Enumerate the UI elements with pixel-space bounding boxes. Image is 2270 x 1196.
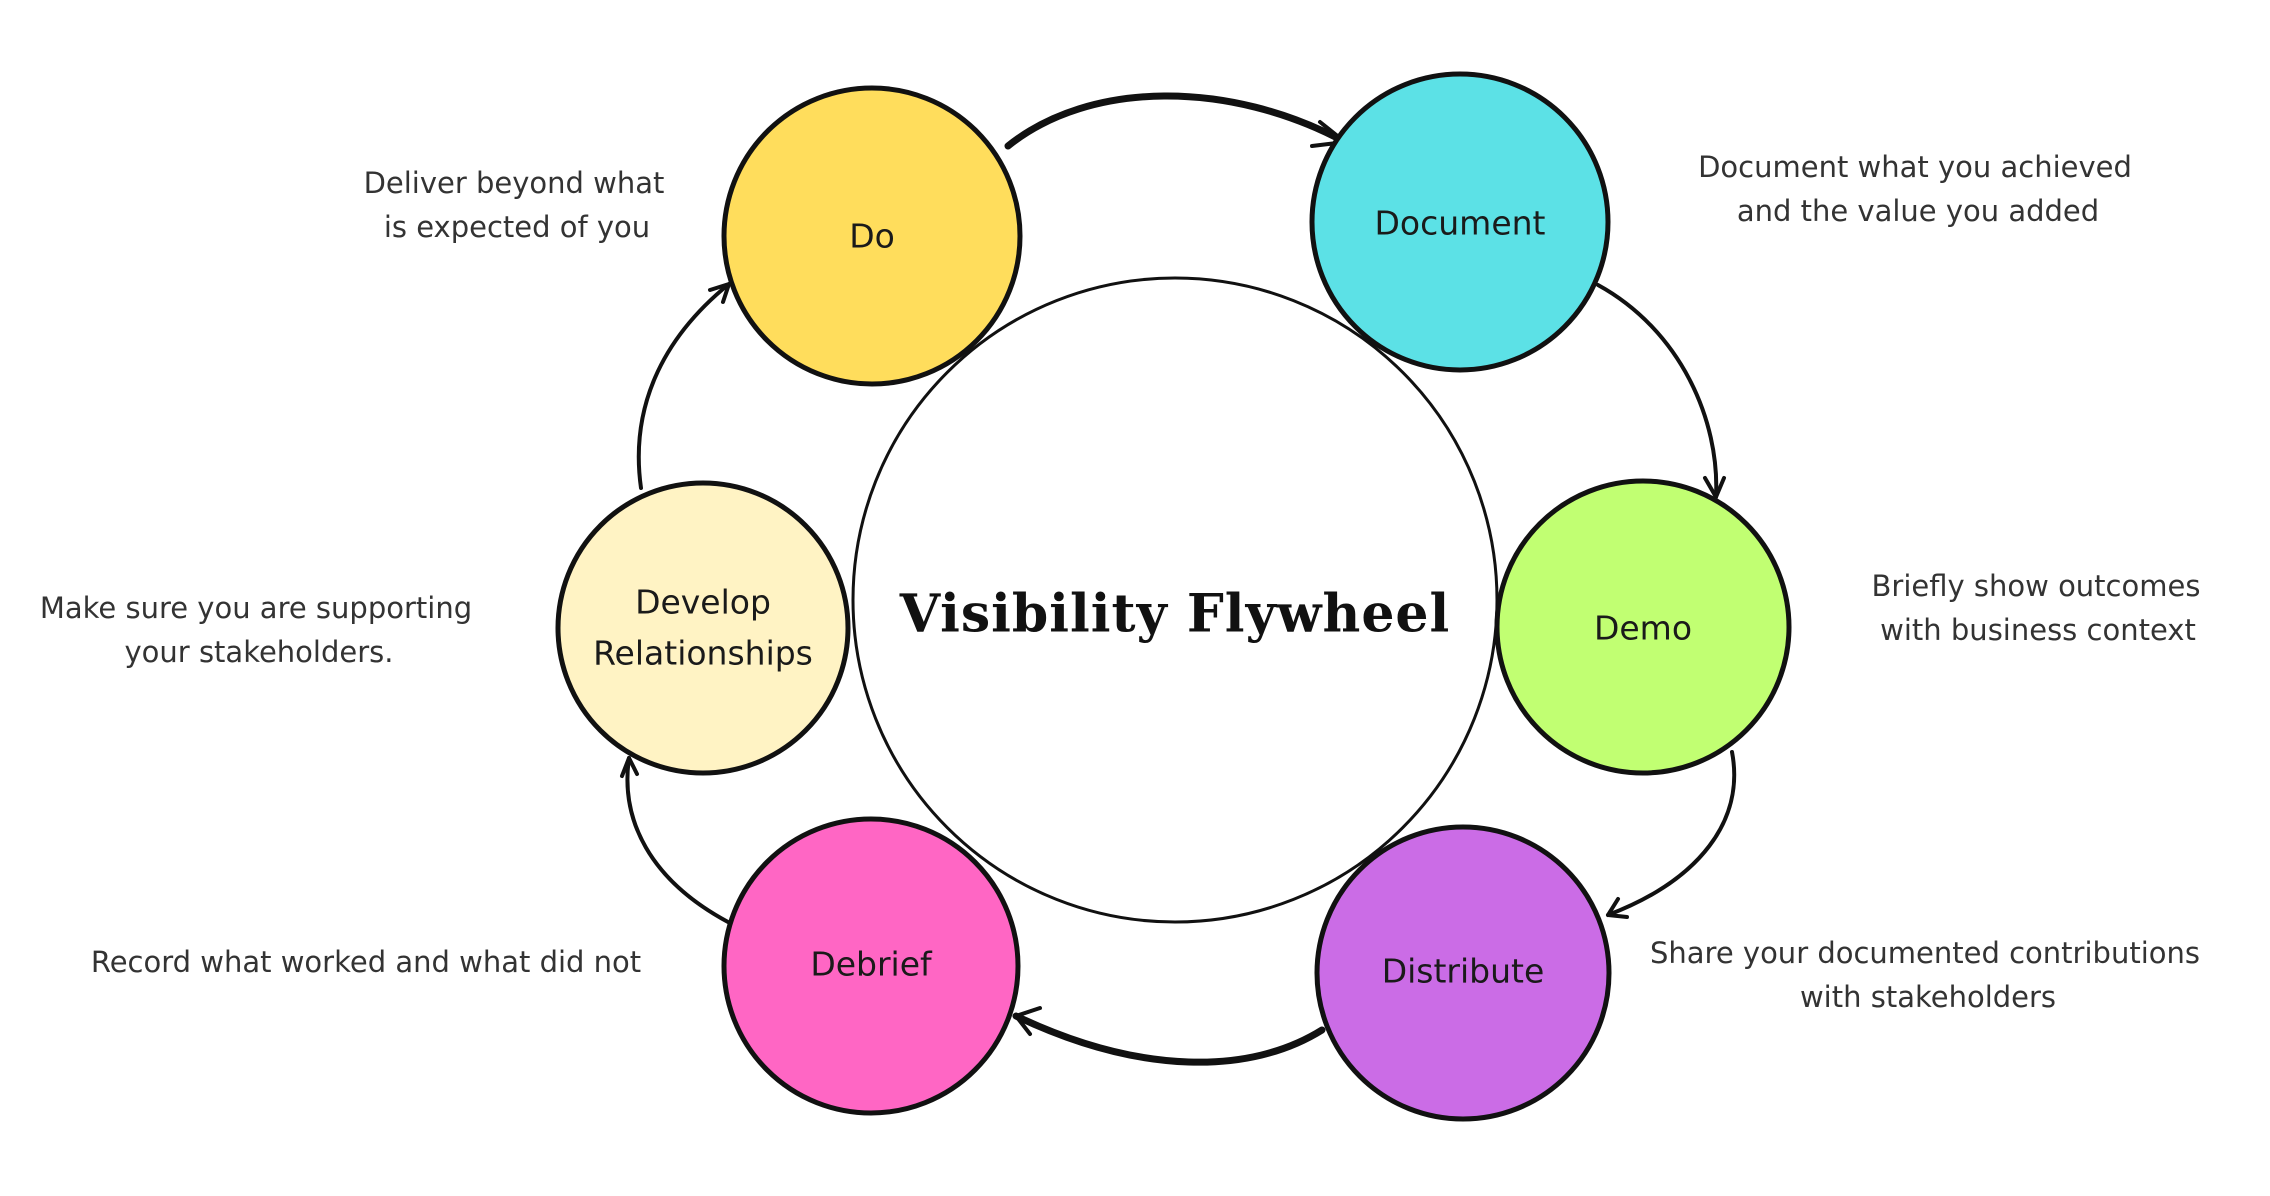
node-circle: [721, 816, 1021, 1116]
description-line: Share your documented contributions: [1650, 936, 2200, 970]
flywheel-hub: Visibility Flywheel: [851, 276, 1499, 924]
description-do: Deliver beyond what is expected of you: [364, 166, 665, 244]
node-demo: Demo: [1494, 478, 1792, 776]
arrow-develop-to-do: [636, 282, 731, 490]
arrow-head-icon: [1014, 1006, 1042, 1036]
arrow-head-icon: [1606, 897, 1629, 919]
description-line: is expected of you: [384, 210, 650, 244]
arrow-demo-to-distribute: [1606, 750, 1737, 919]
description-line: Briefly show outcomes: [1872, 569, 2201, 603]
arrow-distribute-to-debrief: [1012, 1006, 1326, 1066]
node-circle: [721, 85, 1023, 387]
step-descriptions: Deliver beyond what is expected of you D…: [40, 150, 2201, 1014]
arrow-line: [1606, 750, 1737, 917]
description-line: Document what you achieved: [1698, 150, 2132, 184]
description-line: with stakeholders: [1800, 980, 2056, 1014]
node-label: Demo: [1594, 609, 1692, 648]
arrow-debrief-to-develop: [620, 756, 730, 924]
node-debrief: Debrief: [721, 816, 1021, 1116]
diagram-title: Visibility Flywheel: [899, 584, 1451, 645]
arrow-document-to-demo: [1596, 283, 1726, 499]
node-label: Distribute: [1382, 952, 1545, 991]
description-develop-relationships: Make sure you are supporting your stakeh…: [40, 591, 472, 669]
arrow-line: [1004, 92, 1349, 150]
arrow-line: [625, 756, 730, 924]
description-line: Record what worked and what did not: [91, 945, 641, 979]
arrow-head-icon: [708, 282, 731, 304]
node-distribute: Distribute: [1314, 824, 1612, 1122]
description-line: with business context: [1880, 613, 2196, 647]
node-label: Document: [1375, 204, 1546, 243]
node-label: Debrief: [810, 945, 933, 984]
node-circle: [1494, 478, 1792, 776]
arrow-line: [636, 282, 731, 490]
description-line: Deliver beyond what: [364, 166, 665, 200]
arrow-head-icon: [1703, 476, 1726, 499]
step-nodes: Do Document Demo Distribute Debrief Deve…: [555, 71, 1792, 1122]
node-document: Document: [1309, 71, 1611, 373]
node-circle: [1309, 71, 1611, 373]
node-develop-relationships: Develop Relationships: [555, 480, 851, 776]
arrow-line: [1596, 283, 1719, 499]
node-circle: [1314, 824, 1612, 1122]
description-document: Document what you achieved and the value…: [1698, 150, 2132, 228]
description-debrief: Record what worked and what did not: [91, 945, 641, 979]
node-label: Relationships: [593, 634, 813, 673]
node-circle: [555, 480, 851, 776]
description-distribute: Share your documented contributions with…: [1650, 936, 2200, 1014]
arrow-line: [1012, 1012, 1326, 1066]
node-do: Do: [721, 85, 1023, 387]
description-line: your stakeholders.: [125, 635, 394, 669]
arrow-head-icon: [620, 756, 639, 778]
arrows: [620, 92, 1737, 1066]
description-demo: Briefly show outcomes with business cont…: [1872, 569, 2201, 647]
node-label: Develop: [635, 583, 771, 622]
arrow-do-to-document: [1004, 92, 1349, 150]
node-label: Do: [849, 217, 895, 256]
description-line: and the value you added: [1737, 194, 2099, 228]
description-line: Make sure you are supporting: [40, 591, 472, 625]
